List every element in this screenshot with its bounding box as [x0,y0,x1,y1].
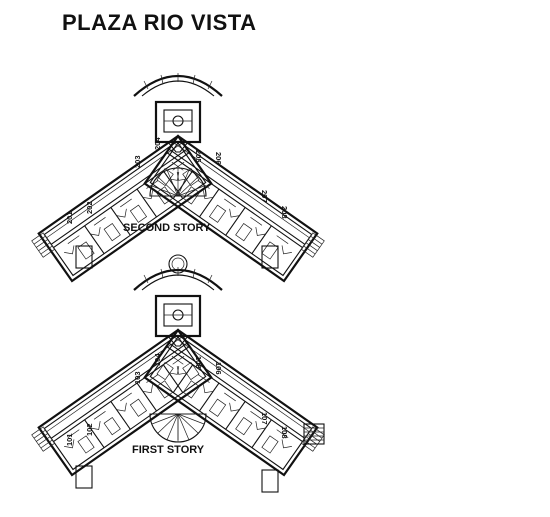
unit-label: 106 [214,362,223,375]
unit-label: 107 [260,412,269,425]
stair-well [75,245,93,269]
unit-label: 101 [65,433,74,446]
stair-well [261,245,279,269]
unit-label: 206 [214,152,223,165]
unit-label: 108 [280,426,289,439]
second-story-plan: 201 202 203 204 205 206 207 208 SECOND S… [31,73,326,287]
service-stair [303,423,325,445]
unit-label: 207 [260,190,269,203]
unit-label: 102 [85,423,94,436]
first-story-label: FIRST STORY [132,444,205,456]
unit-label: 203 [133,155,142,168]
stair-well [261,469,279,493]
unit-label: 202 [85,201,94,214]
second-story-label: SECOND STORY [123,222,211,234]
unit-label: 201 [65,211,74,224]
unit-label: 103 [133,371,142,384]
unit-label: 204 [153,137,162,150]
first-story-plan: 101 102 103 104 105 106 107 108 FIRST ST… [31,267,326,493]
unit-label: 205 [194,150,203,163]
unit-label: 104 [153,353,162,366]
unit-label: 208 [280,206,289,219]
page-title: PLAZA RIO VISTA [62,10,257,35]
unit-label: 105 [194,356,203,369]
stair-well [75,465,93,489]
